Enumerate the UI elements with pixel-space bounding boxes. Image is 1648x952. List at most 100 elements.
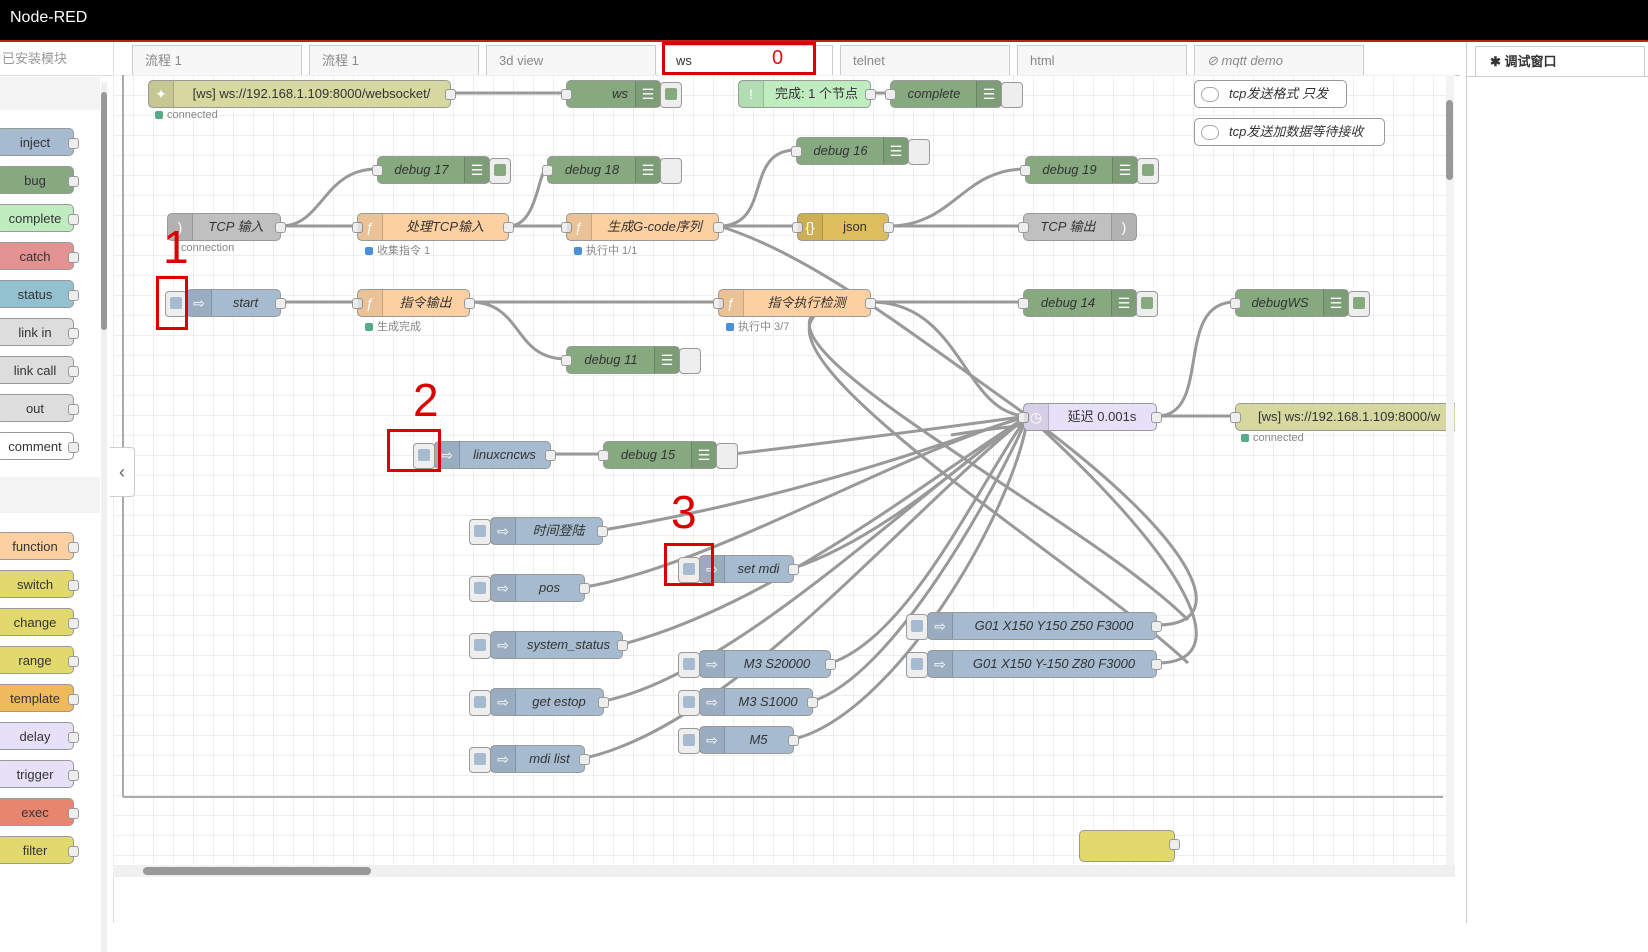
palette-node-function[interactable]: function — [0, 532, 79, 560]
inject-button[interactable] — [469, 690, 491, 716]
arrow-right-icon: ⇨ — [700, 727, 725, 753]
status-badge: 执行中 1/1 — [574, 242, 637, 258]
palette-category-header[interactable] — [0, 77, 100, 110]
websocket-out-node[interactable]: [ws] ws://192.168.1.109:8000/w — [1230, 403, 1455, 431]
workspace-canvas[interactable]: ✦ [ws] ws://192.168.1.109:8000/websocket… — [113, 75, 1455, 865]
palette-node-change[interactable]: change — [0, 608, 79, 636]
inject-node-pos[interactable]: ⇨ pos — [469, 574, 590, 602]
palette-node-exec[interactable]: exec — [0, 798, 79, 826]
arrow-right-icon: ⇨ — [700, 651, 725, 677]
tab-telnet[interactable]: telnet — [840, 45, 1010, 75]
palette-node-filter[interactable]: filter — [0, 836, 79, 864]
palette-node-switch[interactable]: switch — [0, 570, 79, 598]
highlight-box-tab — [662, 42, 816, 75]
palette-search-input[interactable]: 已安装模块 — [0, 42, 113, 76]
debug-node-11[interactable]: debug 11 ☰ — [561, 346, 701, 374]
tab-flow-1b[interactable]: 流程 1 — [309, 45, 479, 75]
inject-button[interactable] — [678, 557, 700, 583]
palette-node-inject[interactable]: inject — [0, 128, 79, 156]
list-icon: ☰ — [976, 81, 1001, 107]
function-node-process-tcp[interactable]: ƒ 处理TCP输入 — [352, 213, 514, 241]
palette-node-delay[interactable]: delay — [0, 722, 79, 750]
palette-node-link-in[interactable]: link in — [0, 318, 79, 346]
inject-button[interactable] — [469, 633, 491, 659]
palette-node-status[interactable]: status — [0, 280, 79, 308]
palette: 已安装模块 inject bug complete catch status link i… — [0, 42, 114, 952]
inject-button[interactable] — [678, 728, 700, 754]
function-icon: ƒ — [719, 290, 744, 316]
debug-node-17[interactable]: debug 17 ☰ — [372, 156, 511, 184]
inject-node-mdi-list[interactable]: ⇨ mdi list — [469, 745, 590, 773]
canvas-horizontal-scrollbar[interactable] — [113, 865, 1455, 877]
debug-node-16[interactable]: debug 16 ☰ — [791, 137, 930, 165]
collapse-palette-button[interactable]: ‹ — [110, 447, 135, 497]
inject-node-m3-s20000[interactable]: ⇨ M3 S20000 — [678, 650, 836, 678]
palette-node-catch[interactable]: catch — [0, 242, 79, 270]
inject-node-system-status[interactable]: ⇨ system_status — [469, 631, 628, 659]
inject-button[interactable] — [678, 652, 700, 678]
websocket-icon: ✦ — [149, 81, 174, 107]
signal-icon: ) — [1111, 214, 1136, 240]
highlight-box-3 — [664, 543, 714, 586]
json-node[interactable]: {} json — [792, 213, 894, 241]
palette-scrollbar[interactable] — [101, 82, 107, 952]
debug-node-ws[interactable]: ws ☰ — [561, 80, 682, 108]
inject-node-m3-s1000[interactable]: ⇨ M3 S1000 — [678, 688, 818, 716]
palette-node-complete[interactable]: complete — [0, 204, 79, 232]
function-node-gen-gcode[interactable]: ƒ 生成G-code序列 — [561, 213, 724, 241]
palette-node-out[interactable]: out — [0, 394, 79, 422]
tab-debug[interactable]: ✱ 调试窗口 — [1475, 46, 1645, 77]
websocket-in-node[interactable]: ✦ [ws] ws://192.168.1.109:8000/websocket… — [148, 80, 456, 108]
inject-button[interactable] — [469, 576, 491, 602]
inject-node-get-estop[interactable]: ⇨ get estop — [469, 688, 609, 716]
partial-node[interactable] — [1079, 830, 1180, 862]
arrow-right-icon: ⇨ — [491, 575, 516, 601]
signal-icon: ) — [168, 214, 193, 240]
inject-button[interactable] — [469, 747, 491, 773]
inject-button[interactable] — [906, 614, 928, 640]
tcp-in-node[interactable]: ) TCP 输入 — [167, 213, 286, 241]
complete-node[interactable]: ! 完成: 1 个节点 — [738, 80, 876, 108]
inject-button[interactable] — [678, 690, 700, 716]
list-icon: ☰ — [1323, 290, 1348, 316]
palette-node-comment[interactable]: comment — [0, 432, 79, 460]
inject-node-set-mdi[interactable]: ⇨ set mdi — [678, 555, 799, 583]
palette-node-trigger[interactable]: trigger — [0, 760, 79, 788]
tab-3d-view[interactable]: 3d view — [486, 45, 656, 75]
inject-button[interactable] — [413, 443, 435, 469]
delay-node[interactable]: ◷ 延迟 0.001s — [1018, 403, 1162, 431]
palette-node-template[interactable]: template — [0, 684, 79, 712]
function-node-cmd-out[interactable]: ƒ 指令输出 — [352, 289, 475, 317]
inject-button[interactable] — [469, 519, 491, 545]
tcp-out-node[interactable]: TCP 输出 ) — [1018, 213, 1137, 241]
palette-category-header[interactable] — [0, 477, 100, 513]
tab-html[interactable]: html — [1017, 45, 1187, 75]
tab-ws[interactable]: ws — [663, 45, 833, 75]
json-icon: {} — [798, 214, 823, 240]
inject-node-linuxcncws[interactable]: ⇨ linuxcncws — [413, 441, 556, 469]
inject-node-m5[interactable]: ⇨ M5 — [678, 726, 799, 754]
tab-flow-1[interactable]: 流程 1 — [132, 45, 302, 75]
palette-node-link-call[interactable]: link call — [0, 356, 79, 384]
inject-node-g01-b[interactable]: ⇨ G01 X150 Y-150 Z80 F3000 — [906, 650, 1162, 678]
comment-node-2[interactable]: tcp发送加数据等待接收 — [1194, 118, 1385, 146]
annotation-1: 1 — [163, 221, 189, 273]
debug-node-14[interactable]: debug 14 ☰ — [1018, 289, 1158, 317]
debug-node-15[interactable]: debug 15 ☰ — [598, 441, 738, 469]
debug-node-18[interactable]: debug 18 ☰ — [542, 156, 682, 184]
comment-icon — [1201, 125, 1219, 140]
debug-node-ws-out[interactable]: debugWS ☰ — [1230, 289, 1370, 317]
inject-button[interactable] — [906, 652, 928, 678]
arrow-right-icon: ⇨ — [700, 689, 725, 715]
tab-mqtt-demo[interactable]: ⊘ mqtt demo — [1194, 45, 1364, 75]
debug-node-19[interactable]: debug 19 ☰ — [1020, 156, 1159, 184]
debug-node-complete[interactable]: complete ☰ — [885, 80, 1023, 108]
inject-node-start[interactable]: ⇨ start — [165, 289, 286, 317]
comment-node-1[interactable]: tcp发送格式 只发 — [1194, 80, 1347, 108]
palette-node-bug[interactable]: bug — [0, 166, 79, 194]
inject-node-g01-a[interactable]: ⇨ G01 X150 Y150 Z50 F3000 — [906, 612, 1162, 640]
inject-node-time-login[interactable]: ⇨ 时间登陆 — [469, 517, 608, 545]
canvas-vertical-scrollbar[interactable] — [1446, 75, 1454, 865]
function-node-cmd-check[interactable]: ƒ 指令执行检测 — [713, 289, 876, 317]
palette-node-range[interactable]: range — [0, 646, 79, 674]
